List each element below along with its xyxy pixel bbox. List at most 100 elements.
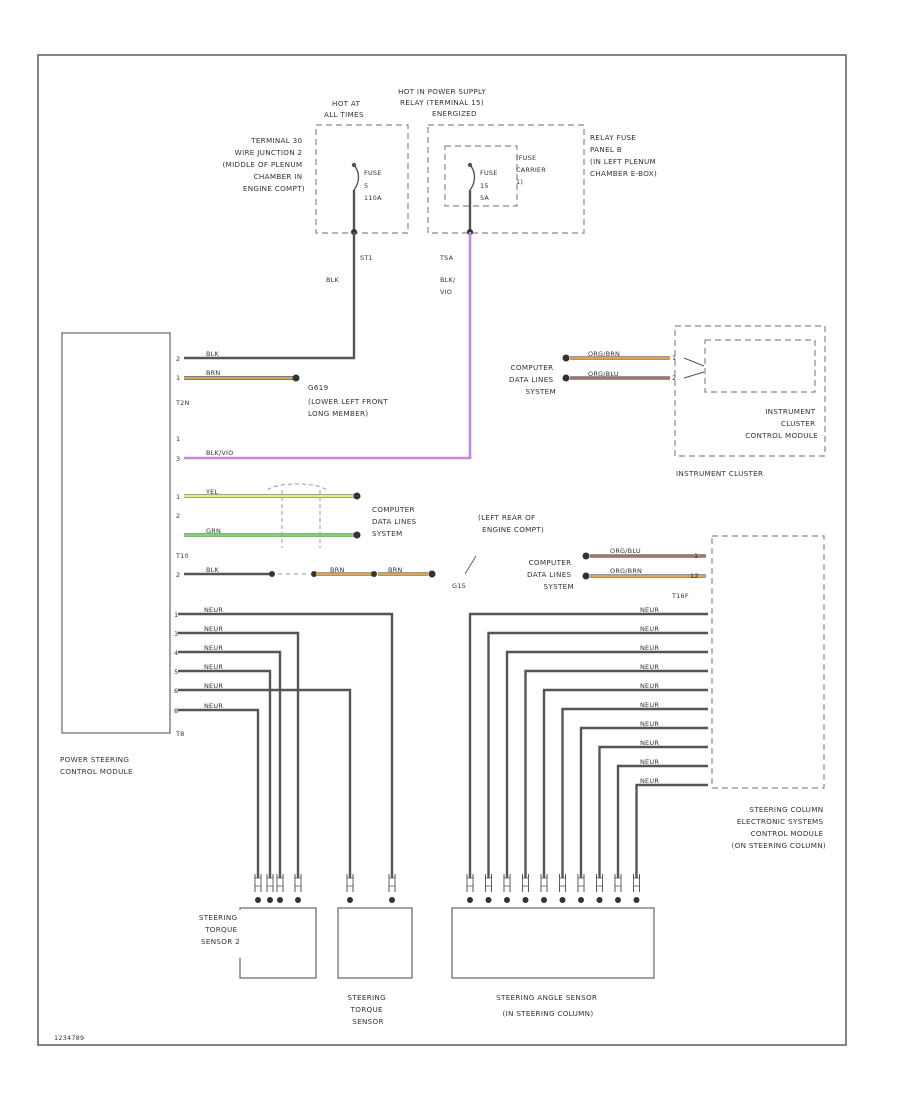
psm-vio-wire: 1 3 BLK/VIO [176,232,472,463]
wire-brn-splice-label: BRN [330,566,344,574]
psm-t2n-wires: 2 1 BLK BRN T2N G619 (LOWER LEFT FRONT L… [175,232,388,418]
connector-pin-node [633,897,640,903]
psm-ground-wire: 2 BLK BRN BRN G15 (LEFT REAR OF ENGINE C… [176,513,544,590]
cdl-2-label: COMPUTER DATA LINES SYSTEM [509,363,556,396]
psm-pin-label: 5 [174,668,178,676]
wire-scm-top-2-label: ORG/BRN [610,567,642,575]
diagram-code: 1234789 [54,1034,84,1042]
connector-pin [633,874,640,903]
wire-blk-label: BLK [206,350,219,358]
wire-1-color-label: BLK [326,276,339,284]
fuse-1-label: FUSE 5 110A [364,169,384,202]
angle-sensor-wire-label: NEUR [640,720,659,728]
connector-pin-node [578,897,584,903]
fuse-carrier-box [444,145,518,207]
connector-pin-body [485,877,492,887]
psm-pin-label: 3 [176,455,180,463]
cluster-pin-label: 2 [672,374,676,382]
connector-t2n-label: T2N [175,399,190,407]
ground-g15-node [428,570,436,578]
psm-pin-label: 1 [174,611,178,619]
psm-pin-label: 3 [174,630,178,638]
angle-sensor-wire [542,688,708,882]
connector-pin-node [485,897,492,903]
cdl-2-node [562,354,570,362]
scm-connector-label: T16F [671,592,689,600]
angle-sensor-wire-label: NEUR [640,701,659,709]
sensor-wire-label: NEUR [204,606,223,614]
connector-pin-body [266,877,274,887]
psm-pin-label: 1 [176,374,180,382]
connector-pin-body [540,877,548,887]
cdl-3-node [582,552,590,560]
wire-scm-top-1-label: ORG/BLU [610,547,641,555]
connector-pin-body [294,877,302,887]
connector-pin-body [633,877,640,887]
sensor-wires: NEURNEURNEURNEURNEURNEURNEURNEURNEURNEUR… [178,606,708,903]
psm-pin-label: 6 [174,687,178,695]
connector-pin-node [504,897,510,903]
connector-pin [254,874,262,903]
power-steering-control-module: POWER STEERING CONTROL MODULE [60,332,171,776]
angle-sensor-wire [505,650,708,882]
psm-pin-label: 1 [176,493,180,501]
scm-pin-label: 1 [694,552,698,560]
torque-sensor-2-label-mask [196,910,244,958]
splice-node [371,571,377,577]
diagram-frame [37,54,847,1046]
connector-pin-node [541,897,547,903]
angle-sensor-wire-label: NEUR [640,606,659,614]
terminal-2-label: TSA [439,254,454,262]
connector-pin [503,874,511,903]
ground-g619-node [292,374,300,382]
torque-sensor-body [337,907,413,979]
connector-pin-body [522,877,529,887]
cluster-pin-label: 1 [672,354,676,362]
psm-pin-label: 1 [176,435,180,443]
connector-pin [485,874,492,903]
angle-sensor-wire-label: NEUR [640,625,659,633]
connector-pin-node [615,897,621,903]
connector-pin [276,874,284,903]
relay-fuse-panel-label: RELAY FUSE PANEL B (IN LEFT PLENUM CHAMB… [590,133,659,178]
fuse-box-right [427,124,585,234]
connector-pin [522,874,529,903]
instrument-cluster: ORG/BRN ORG/BLU 1 2 COMPUTER DATA LINES … [509,325,826,478]
steering-angle-sensor-body [451,907,655,979]
sensor-wire-label: NEUR [204,682,223,690]
connector-t8-label: T8 [175,730,185,738]
angle-sensor-wire [561,707,708,882]
scm-name: STEERING COLUMN ELECTRONIC SYSTEMS CONTR… [732,805,826,850]
connector-pin-node [277,897,283,903]
connector-pin-node [295,897,301,903]
wire-yel-label: YEL [205,488,218,496]
psm-pin-label: 2 [176,571,180,579]
instrument-cluster-outer-box [674,325,826,457]
wire-blk-vio-to-fuse-2 [184,232,472,460]
scm-body [711,535,825,789]
sensor-wire [178,669,272,882]
angle-sensor-wire-label: NEUR [640,777,659,785]
steering-column-module: ORG/BLU ORG/BRN 1 12 T16F COMPUTER DATA … [527,535,826,850]
fuse-box-left [315,124,409,234]
angle-sensor-wire-label: NEUR [640,682,659,690]
connector-pin [466,874,474,903]
connector-pin [346,874,354,903]
angle-sensor-wire [616,764,708,882]
psm-pin-label: 2 [176,355,180,363]
connector-pin [266,874,274,903]
connector-pin-body [254,877,262,887]
splice-node [269,571,275,577]
cluster-pin-lead [683,357,705,367]
connector-t10-label: T10 [175,552,189,560]
sensor-wire-label: NEUR [204,663,223,671]
fuse-2-label: FUSE 15 5A [480,169,500,202]
sensor-wire [178,631,300,882]
connector-pin [294,874,302,903]
sensor-wire [178,688,352,882]
fuse-2-icon [469,164,476,191]
connector-pin [614,874,622,903]
instrument-cluster-module-box [704,339,816,393]
